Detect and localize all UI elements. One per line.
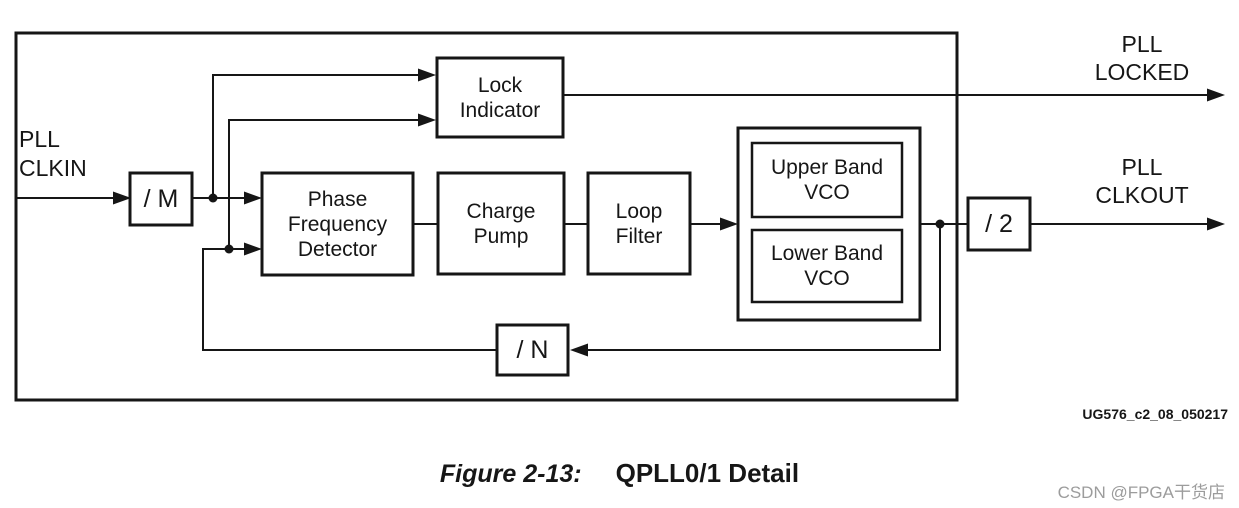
block-outlines — [14, 31, 1032, 402]
label-line: Pump — [473, 224, 529, 248]
label-line: Lock — [477, 73, 523, 97]
label-line: Filter — [615, 224, 663, 248]
label-line: Loop — [615, 199, 663, 223]
charge-pump-label: Charge Pump — [438, 173, 564, 274]
refclk-to-lock-wire — [212, 74, 420, 198]
arrowhead-icon — [418, 113, 436, 127]
divider-m-box — [128, 171, 194, 227]
label-line: Upper Band — [770, 156, 884, 179]
pll-boundary-box — [14, 31, 959, 402]
pfd-box — [260, 171, 415, 277]
arrowhead-icon — [244, 191, 262, 205]
label-line: Frequency — [287, 212, 388, 236]
fbclk-to-lock-wire — [228, 119, 420, 249]
label-line: Detector — [297, 237, 378, 261]
arrowhead-icon — [1207, 217, 1225, 231]
port-line: CLKOUT — [1095, 182, 1189, 208]
label-line: VCO — [804, 267, 850, 290]
label-line: Lower Band — [770, 242, 884, 265]
doc-reference-code: UG576_c2_08_050217 — [1082, 406, 1228, 422]
junction-dot — [208, 193, 218, 203]
label-line: / N — [516, 335, 549, 364]
arrowhead-icon — [244, 242, 262, 256]
figure-number: Figure 2-13: — [439, 460, 582, 488]
arrowhead-icon — [570, 343, 588, 357]
label-line: VCO — [804, 181, 850, 204]
arrowhead-icon — [720, 217, 738, 231]
pll-clkin-port-label: PLL CLKIN — [19, 125, 87, 183]
phase-frequency-detector-label: Phase Frequency Detector — [262, 173, 413, 275]
arrowhead-icon — [418, 68, 436, 82]
lock-indicator-box — [435, 56, 565, 139]
port-line: PLL — [19, 126, 60, 152]
lock-indicator-label: Lock Indicator — [437, 58, 563, 137]
figure-title: QPLL0/1 Detail — [615, 458, 800, 488]
junction-dot — [935, 219, 945, 229]
divider-n-box — [495, 323, 570, 377]
divider-2-label: / 2 — [968, 198, 1030, 250]
label-line: / M — [143, 184, 179, 213]
divider-n-label: / N — [497, 325, 568, 375]
pll-clkout-port-label: PLL CLKOUT — [1062, 153, 1222, 209]
feedback-wire — [586, 224, 941, 351]
port-line: PLL — [1121, 154, 1163, 180]
upper-band-vco-label: Upper Band VCO — [752, 143, 902, 217]
lower-band-vco-label: Lower Band VCO — [752, 230, 902, 302]
figure-caption: Figure 2-13: QPLL0/1 Detail — [0, 458, 1239, 489]
divider-2-box — [966, 196, 1032, 252]
loop-filter-label: Loop Filter — [588, 173, 690, 274]
lower-band-vco-box — [750, 228, 904, 304]
port-line: LOCKED — [1094, 59, 1190, 85]
label-line: / 2 — [985, 209, 1013, 238]
divider-m-label: / M — [130, 173, 192, 225]
upper-band-vco-box — [750, 141, 904, 219]
port-line: CLKIN — [19, 155, 87, 181]
arrowhead-icon — [1207, 88, 1225, 102]
label-line: Indicator — [459, 98, 541, 122]
csdn-watermark: CSDN @FPGA干货店 — [1057, 483, 1225, 502]
label-line: Phase — [307, 187, 368, 211]
loop-filter-box — [586, 171, 692, 276]
arrowhead-icon — [113, 191, 131, 205]
signal-lines — [16, 68, 1225, 357]
charge-pump-box — [436, 171, 566, 276]
label-line: Charge — [466, 199, 536, 223]
port-line: PLL — [1121, 31, 1163, 57]
junction-dot — [224, 244, 234, 254]
pll-locked-port-label: PLL LOCKED — [1062, 30, 1222, 86]
